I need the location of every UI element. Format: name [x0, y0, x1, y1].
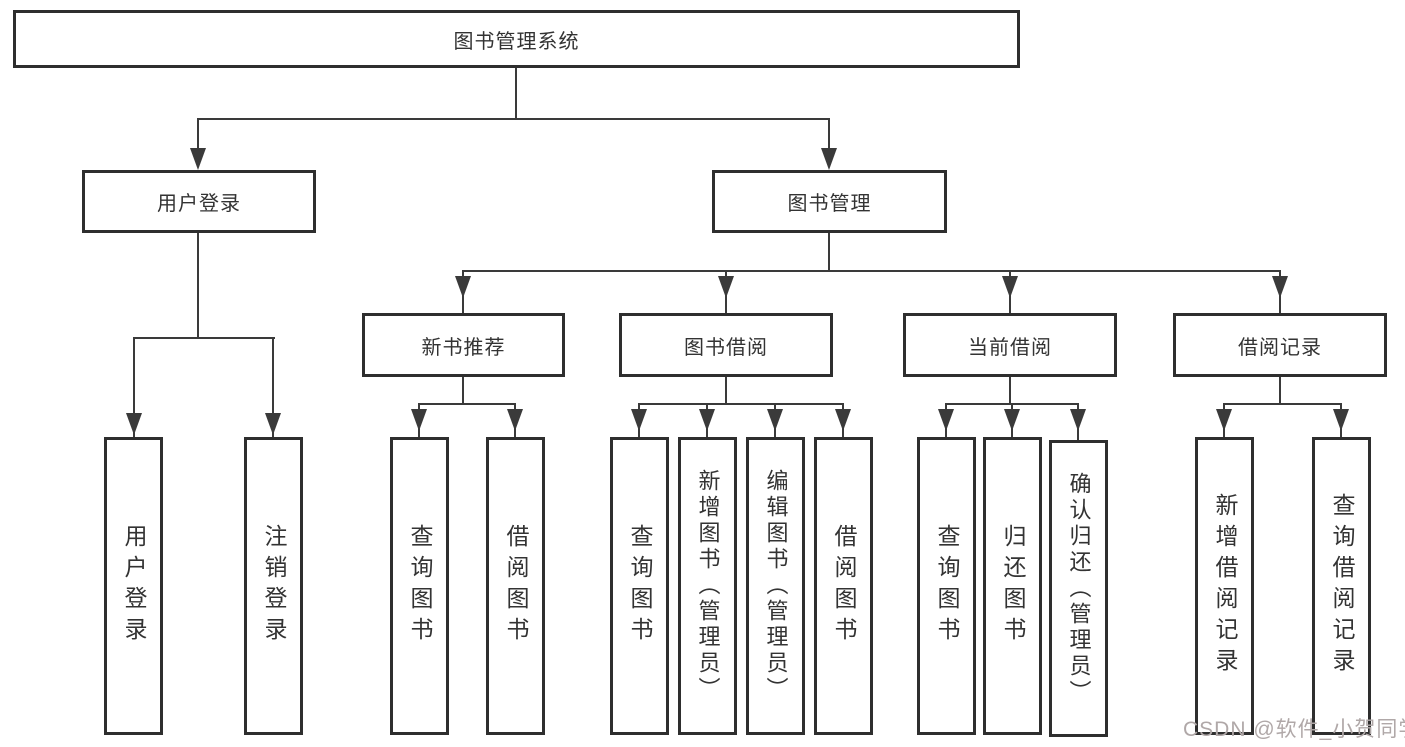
node-current-borrowing: 当前借阅	[903, 313, 1117, 377]
connector-arrowhead-down	[1004, 409, 1020, 431]
leaf-user-login: 用户登录	[104, 437, 163, 735]
connector-arrowhead-down	[411, 409, 427, 431]
leaf-label: 新增图书（管理员）	[695, 469, 721, 703]
connector-line	[462, 270, 1281, 272]
connector-arrowhead-down	[938, 409, 954, 431]
leaf-label: 查询图书	[934, 524, 960, 648]
connector-arrowhead-down	[1070, 409, 1086, 431]
connector-arrowhead-down	[455, 276, 471, 298]
connector-arrowhead-down	[835, 409, 851, 431]
leaf-label: 查询图书	[627, 524, 653, 648]
node-new-book-recommend: 新书推荐	[362, 313, 565, 377]
leaf-confirm-return-admin: 确认归还（管理员）	[1049, 440, 1108, 737]
leaf-query-books-2: 查询图书	[610, 437, 669, 735]
leaf-query-borrow-record: 查询借阅记录	[1312, 437, 1371, 735]
connector-arrowhead-down	[265, 413, 281, 435]
node-label: 图书管理	[787, 193, 872, 215]
connector-line	[638, 403, 844, 405]
leaf-label: 查询借阅记录	[1329, 493, 1355, 679]
leaf-label: 编辑图书（管理员）	[763, 469, 789, 703]
leaf-label: 确认归还（管理员）	[1066, 471, 1092, 706]
connector-arrowhead-down	[631, 409, 647, 431]
node-label: 图书管理系统	[453, 30, 580, 53]
connector-line	[828, 118, 830, 152]
connector-arrowhead-down	[1002, 276, 1018, 298]
leaf-borrow-books-2: 借阅图书	[814, 437, 873, 735]
node-label: 当前借阅	[968, 336, 1052, 359]
leaf-add-books-admin: 新增图书（管理员）	[678, 437, 737, 735]
connector-arrowhead-down	[1216, 409, 1232, 431]
leaf-label: 新增借阅记录	[1212, 493, 1238, 679]
connector-line	[1009, 377, 1011, 405]
leaf-label: 归还图书	[1000, 524, 1026, 648]
connector-line	[1223, 403, 1342, 405]
node-book-management: 图书管理	[712, 170, 947, 233]
connector-line	[462, 377, 464, 405]
node-label: 图书借阅	[684, 336, 768, 359]
node-label: 新书推荐	[421, 336, 506, 359]
watermark: CSDN @软件_小贺同学	[1183, 718, 1405, 741]
leaf-add-borrow-record: 新增借阅记录	[1195, 437, 1254, 735]
leaf-label: 用户登录	[121, 524, 147, 648]
connector-arrowhead-down	[821, 148, 837, 170]
connector-line	[133, 337, 135, 437]
connector-arrowhead-down	[718, 276, 734, 298]
leaf-return-books: 归还图书	[983, 437, 1042, 735]
connector-line	[828, 233, 830, 272]
leaf-label: 借阅图书	[831, 524, 857, 648]
connector-arrowhead-down	[699, 409, 715, 431]
node-book-borrowing: 图书借阅	[619, 313, 833, 377]
node-root: 图书管理系统	[13, 10, 1020, 68]
node-label: 借阅记录	[1238, 336, 1322, 359]
connector-line	[197, 118, 199, 152]
leaf-label: 借阅图书	[503, 524, 529, 648]
connector-arrowhead-down	[1272, 276, 1288, 298]
connector-arrowhead-down	[190, 148, 206, 170]
leaf-label: 注销登录	[261, 524, 287, 648]
connector-line	[1279, 377, 1281, 405]
connector-line	[272, 337, 274, 437]
leaf-label: 查询图书	[407, 524, 433, 648]
connector-arrowhead-down	[1333, 409, 1349, 431]
connector-arrowhead-down	[126, 413, 142, 435]
node-label: 用户登录	[157, 193, 241, 215]
connector-line	[418, 403, 516, 405]
connector-line	[197, 118, 830, 120]
leaf-edit-books-admin: 编辑图书（管理员）	[746, 437, 805, 735]
connector-line	[133, 337, 275, 339]
leaf-borrow-books-1: 借阅图书	[486, 437, 545, 735]
node-borrowing-records: 借阅记录	[1173, 313, 1387, 377]
leaf-logout: 注销登录	[244, 437, 303, 735]
connector-arrowhead-down	[767, 409, 783, 431]
connector-line	[197, 233, 199, 339]
leaf-query-books-3: 查询图书	[917, 437, 976, 735]
leaf-query-books-1: 查询图书	[390, 437, 449, 735]
node-user-login: 用户登录	[82, 170, 316, 233]
connector-line	[725, 377, 727, 405]
connector-arrowhead-down	[507, 409, 523, 431]
connector-line	[515, 68, 517, 118]
